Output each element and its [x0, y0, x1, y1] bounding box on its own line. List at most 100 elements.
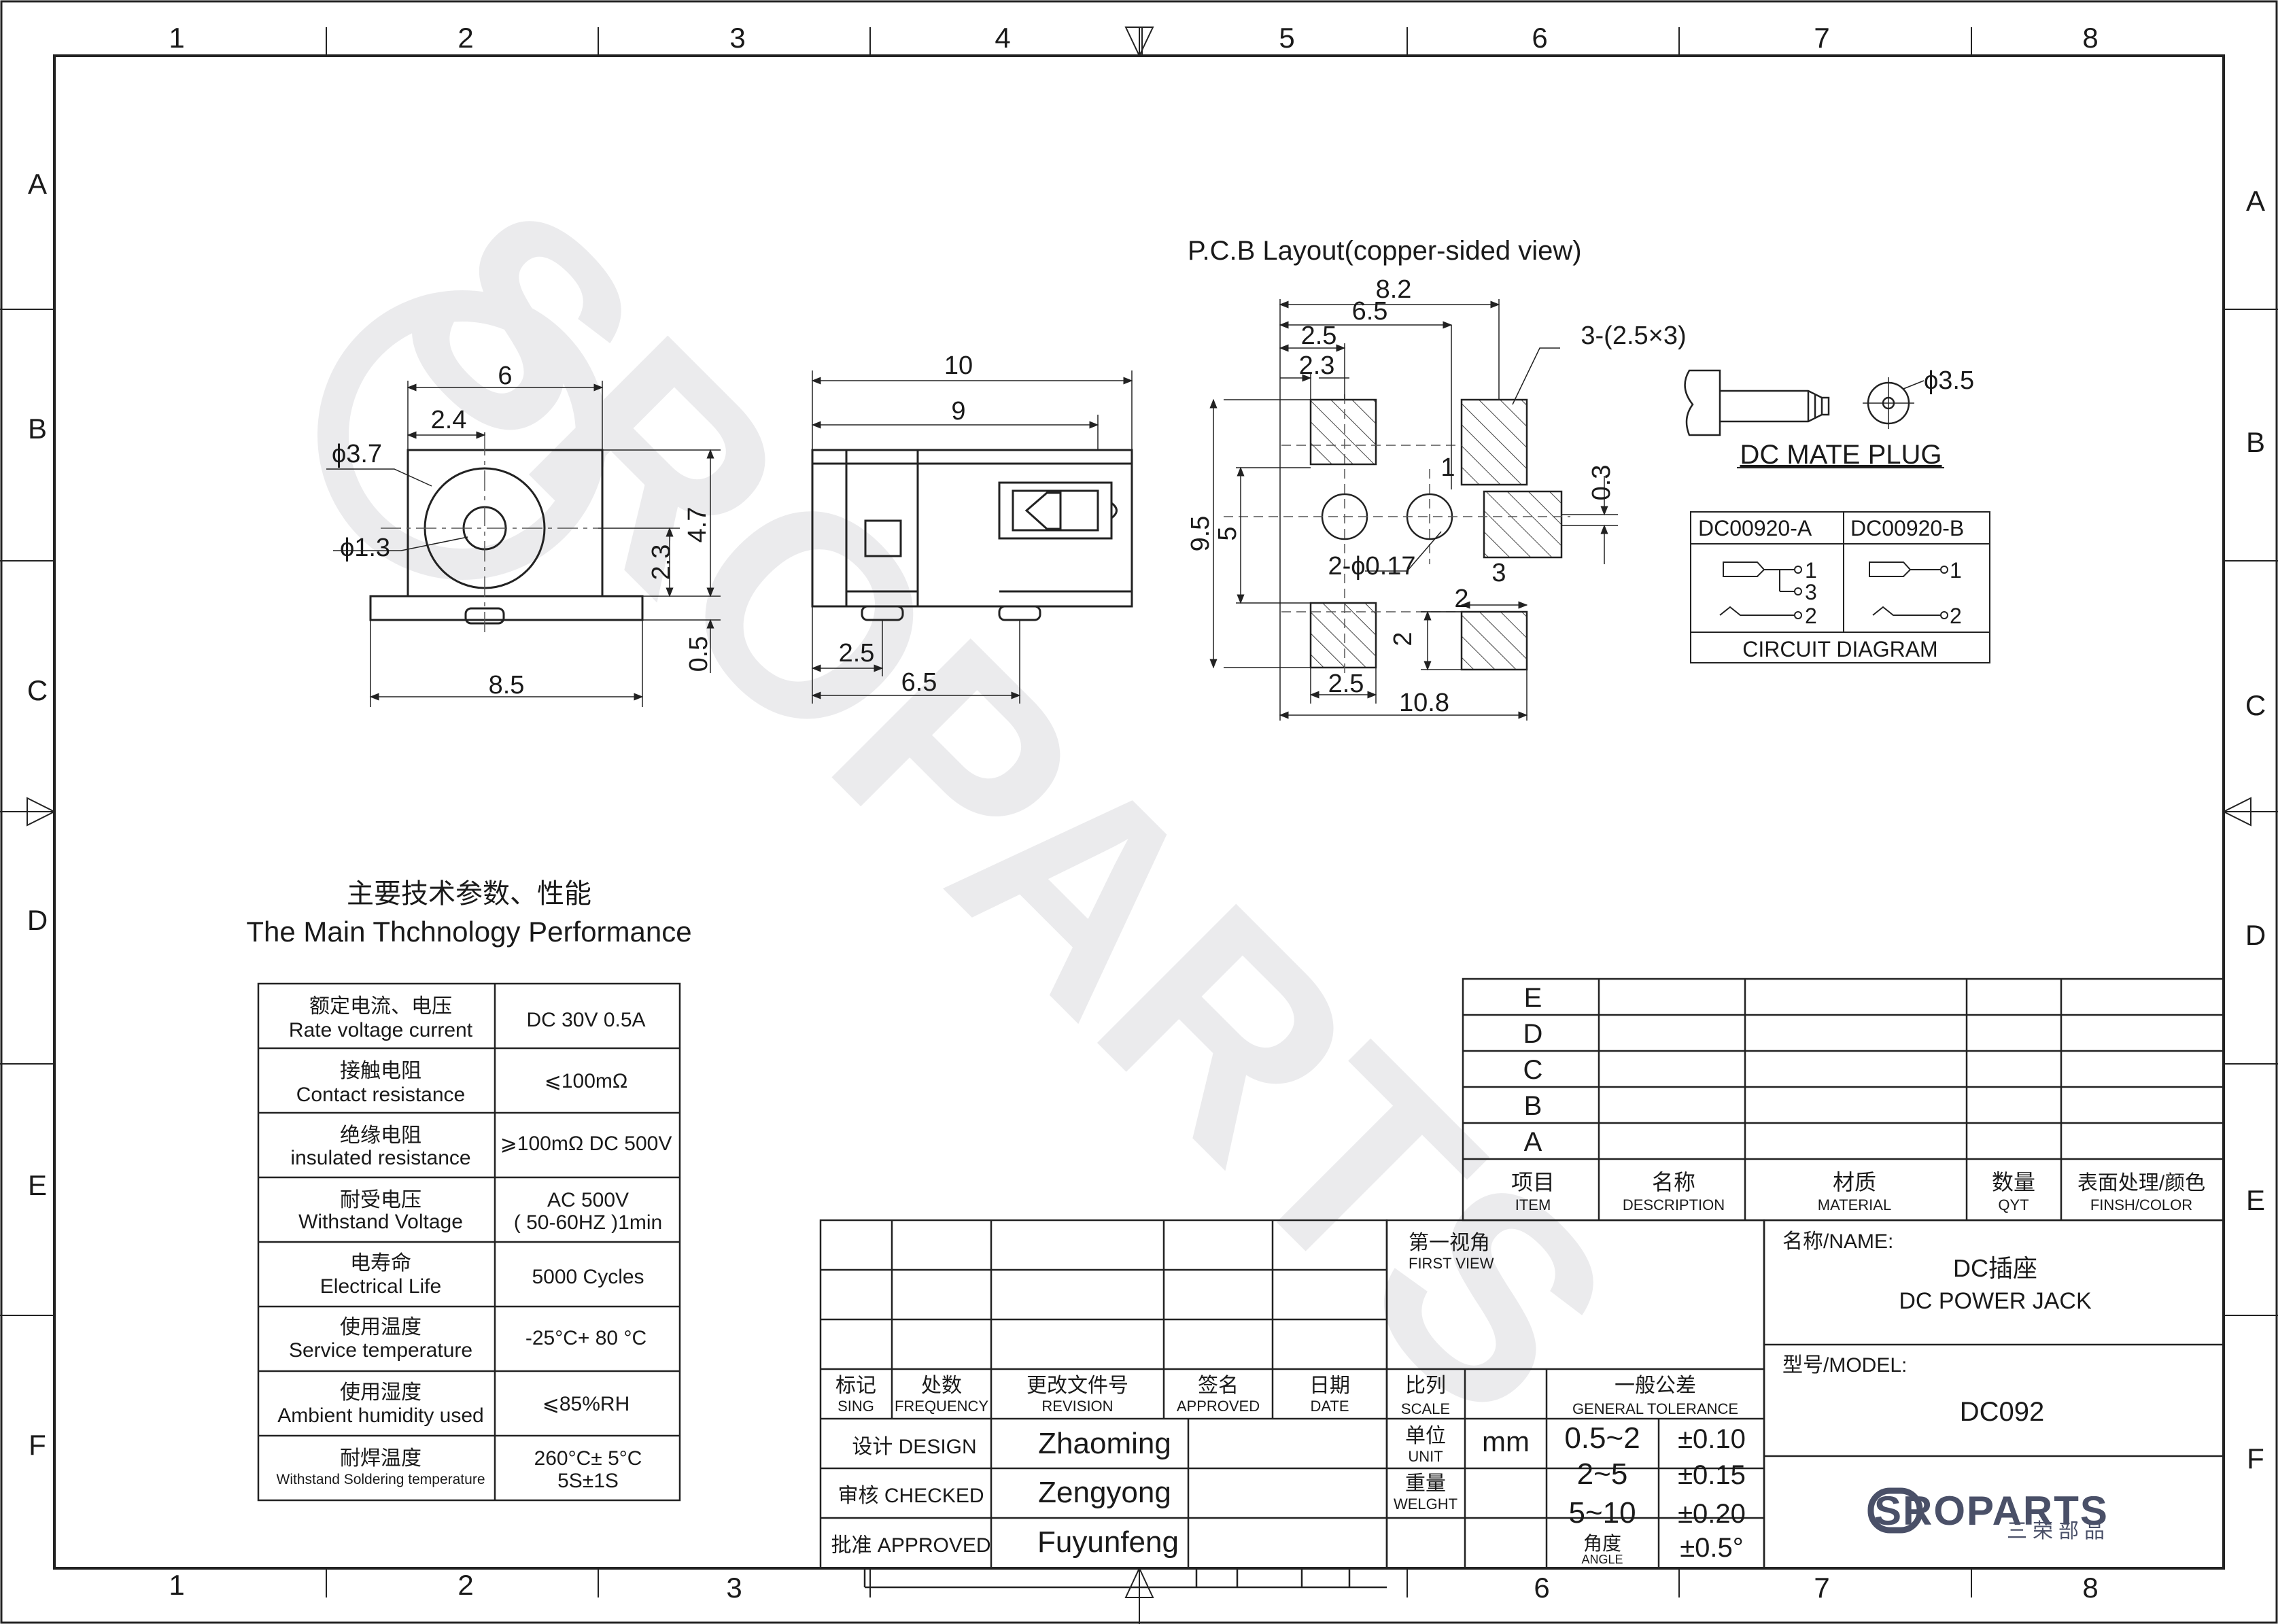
row-label: D [2245, 919, 2266, 951]
spec-row-label-en: Contact resistance [296, 1084, 465, 1106]
column-label: 1 [169, 22, 184, 54]
row-label: B [2246, 426, 2265, 458]
pcb-pin-1: 1 [1440, 453, 1455, 482]
column-label: 7 [1814, 22, 1829, 54]
spec-row-label-cn: 额定电流、电压 [309, 995, 452, 1018]
spec-row-value: AC 500V [547, 1189, 629, 1211]
pad-bottom-right [1460, 610, 1528, 671]
design-name: Zhaoming [1038, 1427, 1171, 1460]
pcb-dim-2-v: 2 [1389, 632, 1417, 646]
bom-header-cn: 项目 [1511, 1170, 1555, 1194]
bom-header-en: FINSH/COLOR [2090, 1196, 2192, 1213]
pcb-title: P.C.B Layout(copper-sided view) [1188, 236, 1582, 266]
angle-en: ANGLE [1581, 1553, 1623, 1566]
spec-row-value: 5000 Cycles [532, 1266, 644, 1288]
dim-8-5: 8.5 [489, 671, 525, 699]
spec-row-label-cn: 使用温度 [340, 1316, 421, 1338]
pcb-dim-10-8: 10.8 [1399, 689, 1449, 717]
pcb-layout-drawing: P.C.B Layout(copper-sided view) [1186, 236, 1687, 721]
column-label: 1 [169, 1569, 184, 1601]
spec-row-value: ⩽85%RH [542, 1393, 630, 1415]
angle-cn: 角度 [1583, 1533, 1621, 1554]
rev-header-en: APPROVED [1177, 1398, 1260, 1415]
column-label: 4 [995, 22, 1010, 54]
row-label: F [29, 1429, 46, 1461]
pcb-pad-note: 3-(2.5×3) [1581, 322, 1686, 350]
pad-bottom-left [1309, 602, 1377, 669]
plug-diameter: ϕ3.5 [1924, 366, 1974, 395]
pcb-pin-3: 3 [1491, 559, 1506, 587]
rev-header-cn: 更改文件号 [1026, 1375, 1128, 1397]
tolerance-value: ±0.15 [1678, 1460, 1746, 1490]
dc-mate-plug-drawing: ϕ3.5 DC MATE PLUG [1684, 366, 1974, 470]
weight-en: WELGHT [1394, 1496, 1457, 1513]
bom-row-letter: E [1524, 983, 1542, 1013]
rev-header-cn: 签名 [1198, 1375, 1239, 1397]
row-label: A [2246, 185, 2265, 217]
circuit-a-pin-3: 3 [1805, 580, 1817, 604]
pcb-dim-2-5: 2.5 [1301, 322, 1337, 350]
checked-name: Zengyong [1038, 1476, 1171, 1509]
spec-row-label-en: Ambient humidity used [277, 1404, 484, 1427]
bom-row-letter: D [1523, 1019, 1543, 1049]
bom-header-cn: 材质 [1833, 1170, 1876, 1194]
spec-row-value: ⩾100mΩ DC 500V [500, 1133, 672, 1155]
spec-row-value-2: ( 50-60HZ )1min [514, 1211, 662, 1234]
scale-en: SCALE [1401, 1400, 1450, 1417]
rev-header-en: REVISION [1041, 1398, 1113, 1415]
row-label: E [2246, 1184, 2265, 1216]
column-label: 8 [2082, 22, 2098, 54]
bom-header-en: QYT [1998, 1196, 2029, 1213]
spec-row-value: DC 30V 0.5A [526, 1009, 645, 1031]
pcb-dim-0-3: 0.3 [1587, 465, 1616, 501]
spec-row-label-cn: 使用湿度 [340, 1381, 421, 1404]
rev-header-en: SING [838, 1398, 874, 1415]
spec-row-label-cn: 耐焊温度 [340, 1447, 421, 1470]
pad-top-left [1309, 398, 1377, 466]
plug-label: DC MATE PLUG [1740, 440, 1942, 470]
dim-2-4: 2.4 [431, 406, 467, 434]
model-label: 型号/MODEL: [1782, 1354, 1907, 1377]
row-label: F [2247, 1442, 2264, 1474]
bom-header-en: DESCRIPTION [1623, 1196, 1725, 1213]
spec-row-label-cn: 耐受电压 [340, 1189, 421, 1211]
side-view-drawing: 6 2.4 ϕ3.7 ϕ1.3 2.3 4.7 0.5 8.5 [326, 362, 721, 707]
scale-cn: 比列 [1405, 1375, 1446, 1397]
spec-row-value: 260°C± 5°C [534, 1447, 642, 1470]
circuit-a-pin-2: 2 [1805, 604, 1817, 628]
spec-row-value: ⩽100mΩ [545, 1070, 628, 1092]
pad-top-right [1460, 398, 1528, 486]
spec-row-label-en: Service temperature [289, 1339, 472, 1362]
pcb-hole-note: 2-ϕ0.17 [1328, 552, 1415, 581]
circuit-a-pin-1: 1 [1805, 558, 1817, 583]
row-label: C [2245, 689, 2266, 721]
dim-6-5: 6.5 [901, 668, 937, 697]
pcb-dim-2-h: 2 [1454, 585, 1468, 613]
column-label: 8 [2082, 1572, 2098, 1604]
bom-header-en: MATERIAL [1818, 1196, 1891, 1213]
pcb-dim-8-2: 8.2 [1376, 275, 1412, 304]
tolerance-cn: 一般公差 [1615, 1375, 1696, 1397]
row-label: A [28, 168, 47, 200]
first-view-en: FIRST VIEW [1409, 1255, 1494, 1272]
bom-header-cn: 数量 [1992, 1170, 2035, 1194]
approved-name: Fuyunfeng [1037, 1525, 1179, 1559]
zone-labels: 1 2 3 4 5 6 7 8 1 2 3 6 7 8 A B C D E F … [27, 22, 2266, 1604]
dim-2-3: 2.3 [647, 545, 676, 581]
pcb-dim-5: 5 [1213, 526, 1242, 540]
spec-row-value: -25°C+ 80 °C [525, 1327, 646, 1349]
dim-0-5: 0.5 [685, 636, 713, 672]
circuit-b-pin-1: 1 [1950, 558, 1962, 583]
dim-width-6: 6 [498, 362, 512, 390]
dim-length-9: 9 [951, 397, 965, 426]
circuit-caption: CIRCUIT DIAGRAM [1742, 637, 1937, 661]
dim-dia-1-3: ϕ1.3 [340, 534, 390, 562]
product-name-cn: DC插座 [1953, 1254, 2037, 1282]
bom-header-cn: 名称 [1652, 1170, 1695, 1194]
tolerance-value: ±0.10 [1678, 1424, 1746, 1454]
unit-cn: 单位 [1405, 1425, 1446, 1447]
column-label: 6 [1534, 1572, 1549, 1604]
bom-table: E D C B A 项目 ITEM 名称 DESCRIPTION 材质 MATE… [1462, 978, 2225, 1222]
weight-cn: 重量 [1405, 1472, 1446, 1495]
